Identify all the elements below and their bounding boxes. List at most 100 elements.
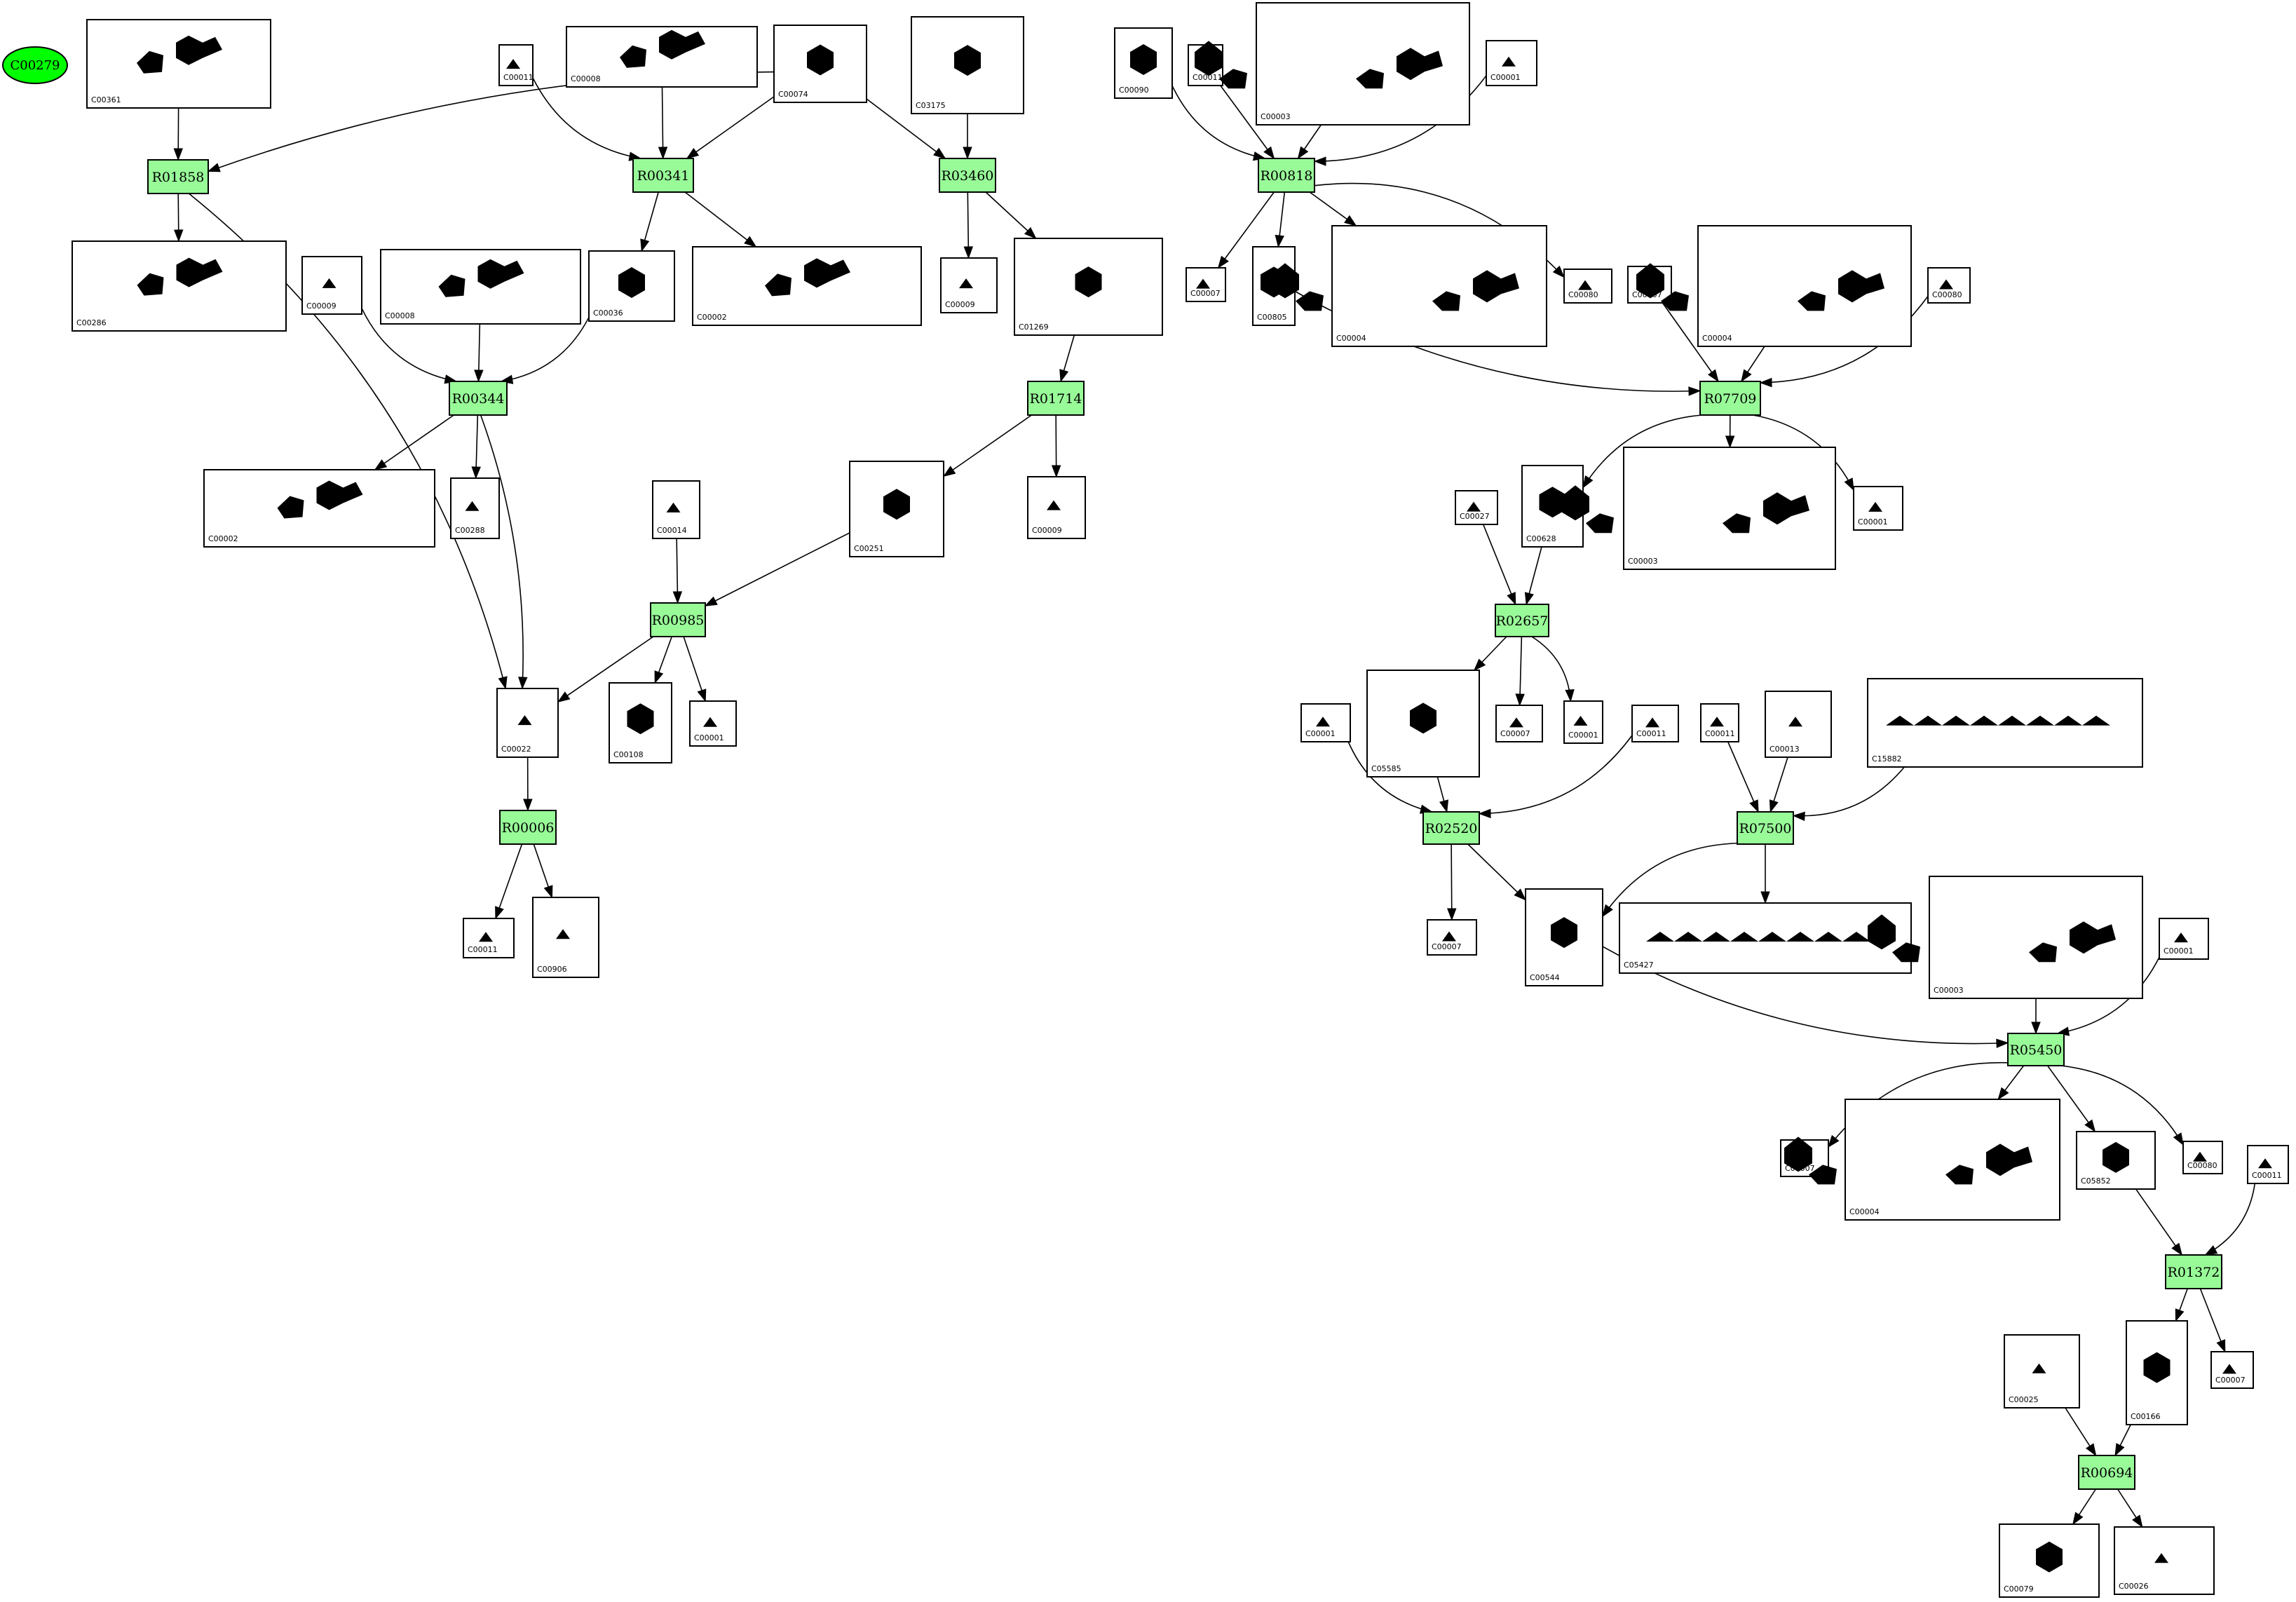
reaction-node[interactable]: R00006 [499, 810, 557, 845]
reaction-node[interactable]: R00985 [650, 602, 706, 637]
reaction-node[interactable]: R02657 [1495, 604, 1549, 637]
compound-node[interactable]: C00004 [1636, 225, 1912, 347]
compound-id: C00011 [2252, 1171, 2282, 1180]
compound-node[interactable]: C00011 [1700, 703, 1739, 742]
compound-node[interactable]: C00288 [450, 477, 500, 539]
compound-id: C00003 [1934, 986, 1964, 995]
compound-id: C15882 [1872, 754, 1902, 763]
compound-node[interactable]: C00011 [1631, 705, 1679, 742]
reaction-node[interactable]: R01714 [1027, 381, 1085, 416]
compound-node[interactable]: C00008 [375, 249, 581, 325]
reaction-id: R01714 [1030, 391, 1082, 407]
compound-node[interactable]: C00036 [588, 250, 675, 322]
compound-node[interactable]: C00026 [2114, 1526, 2215, 1595]
compound-node[interactable]: C00004 [1784, 1099, 2060, 1221]
reaction-node[interactable]: R01372 [2165, 1254, 2222, 1289]
compound-node[interactable]: C00007 [1427, 919, 1477, 956]
reaction-edge [1051, 414, 1061, 478]
compound-node[interactable]: C00001 [1300, 703, 1351, 742]
reaction-node[interactable]: R00694 [2078, 1455, 2135, 1490]
reaction-edge [1524, 546, 1542, 606]
compound-node[interactable]: C00074 [773, 25, 867, 103]
reaction-node[interactable]: R00818 [1258, 158, 1315, 193]
reaction-edge [374, 414, 454, 470]
compound-node[interactable]: C00003 [1195, 2, 1470, 125]
reaction-edge [640, 191, 659, 252]
start-compound-label: C00279 [10, 58, 60, 73]
reaction-edge [1297, 124, 1322, 160]
compound-node[interactable]: C00001 [1853, 486, 1903, 531]
compound-node[interactable]: C00009 [940, 257, 998, 313]
reaction-edge [1515, 636, 1525, 707]
compound-node[interactable]: C00007 [1495, 705, 1543, 742]
compound-node[interactable]: C00008 [557, 26, 758, 88]
compound-node[interactable]: C00001 [2159, 918, 2209, 960]
compound-node[interactable]: C00013 [1765, 691, 1832, 758]
compound-node[interactable]: C00090 [1114, 27, 1173, 99]
reaction-id: R00341 [637, 168, 690, 184]
start-compound-node[interactable]: C00279 [2, 46, 68, 84]
compound-node[interactable]: C00025 [2004, 1334, 2080, 1408]
reaction-edge [2065, 1407, 2097, 1457]
reaction-node[interactable]: R01858 [147, 159, 209, 194]
reaction-node[interactable]: R00344 [449, 381, 508, 416]
compound-node[interactable]: C05427 [1619, 902, 1912, 974]
compound-node[interactable]: C00544 [1525, 888, 1603, 986]
compound-node[interactable]: C00108 [609, 682, 672, 763]
reaction-id: R00818 [1261, 168, 1313, 184]
compound-id: C05585 [1371, 764, 1401, 773]
compound-node[interactable]: C00003 [1868, 876, 2143, 999]
compound-node[interactable]: C00002 [692, 246, 922, 326]
compound-id: C00004 [1702, 334, 1732, 343]
compound-node[interactable]: C00251 [849, 461, 944, 557]
compound-node[interactable]: C00166 [2126, 1320, 2188, 1425]
compound-node[interactable]: C00361 [74, 19, 271, 109]
compound-node[interactable]: C00009 [1027, 476, 1086, 539]
compound-node[interactable]: C00001 [1486, 40, 1537, 86]
compound-node[interactable]: C00286 [72, 240, 287, 332]
compound-id: C00544 [1530, 973, 1560, 982]
compound-node[interactable]: C00001 [689, 700, 737, 747]
compound-node[interactable]: C00001 [1563, 700, 1603, 744]
compound-node[interactable]: C15882 [1867, 678, 2143, 768]
compound-node[interactable]: C00009 [301, 256, 362, 315]
compound-node[interactable]: C05852 [2076, 1130, 2156, 1190]
reaction-id: R00985 [652, 613, 705, 628]
compound-id: C05427 [1624, 960, 1654, 970]
compound-node[interactable]: C00011 [463, 918, 515, 958]
compound-node[interactable]: C00080 [1927, 267, 1971, 304]
reaction-node[interactable]: R07500 [1737, 811, 1794, 845]
reaction-node[interactable]: R03460 [939, 158, 996, 193]
reaction-node[interactable]: R00341 [632, 158, 694, 193]
reaction-node[interactable]: R07709 [1699, 381, 1761, 416]
reaction-edge [2046, 1065, 2096, 1133]
compound-node[interactable]: C00011 [2247, 1145, 2289, 1184]
compound-node[interactable]: C00004 [1271, 225, 1547, 347]
reaction-id: R07500 [1739, 821, 1792, 836]
reaction-edge [658, 86, 668, 160]
compound-node[interactable]: C00007 [1186, 267, 1226, 302]
compound-node[interactable]: C01269 [1014, 238, 1163, 336]
compound-node[interactable]: C03175 [911, 16, 1024, 114]
reaction-node[interactable]: R02520 [1422, 811, 1480, 845]
reaction-edge [500, 317, 590, 384]
reaction-id: R00694 [2081, 1465, 2133, 1481]
compound-node[interactable]: C00027 [1455, 490, 1498, 525]
compound-node[interactable]: C00079 [1999, 1523, 2100, 1598]
reaction-edge [1171, 85, 1266, 161]
reaction-node[interactable]: R05450 [2007, 1033, 2065, 1066]
compound-id: C00001 [1568, 731, 1598, 740]
reaction-edge [533, 843, 553, 899]
compound-node[interactable]: C00003 [1561, 447, 1836, 570]
compound-id: C00026 [2119, 1582, 2149, 1591]
compound-node[interactable]: C00080 [2182, 1141, 2223, 1174]
compound-node[interactable]: C00002 [203, 469, 435, 548]
compound-node[interactable]: C00022 [496, 688, 559, 758]
compound-node[interactable]: C05585 [1366, 670, 1480, 778]
compound-node[interactable]: C00011 [498, 44, 534, 86]
compound-node[interactable]: C00014 [652, 480, 700, 539]
compound-node[interactable]: C00906 [532, 897, 599, 978]
reaction-edge [1769, 756, 1788, 813]
compound-node[interactable]: C00007 [2210, 1351, 2254, 1389]
compound-node[interactable]: C00080 [1563, 269, 1612, 304]
